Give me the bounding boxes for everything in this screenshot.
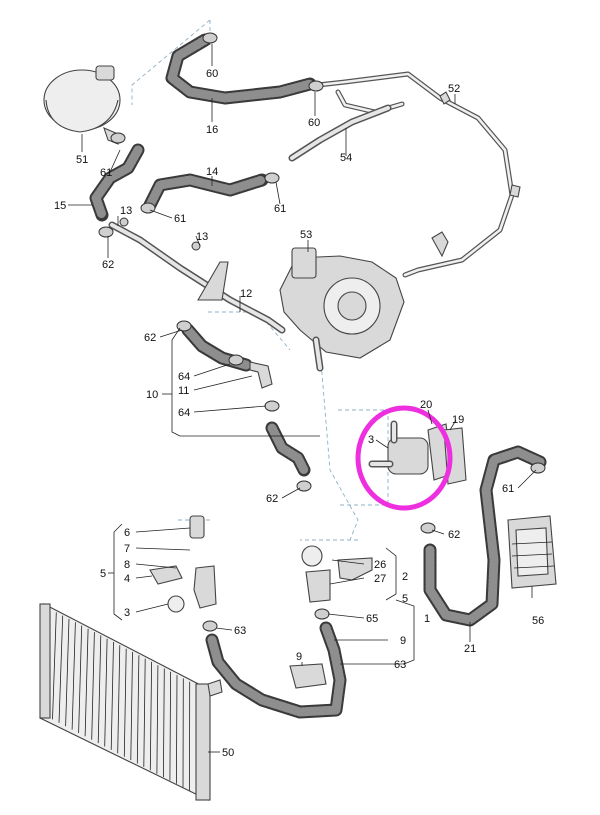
- oil-cooler-56: [507, 515, 557, 589]
- label-27: 27: [374, 573, 386, 585]
- hose-9: [205, 621, 347, 719]
- hose-16: [165, 33, 317, 105]
- highlight-ellipse: [355, 405, 453, 511]
- label-2: 2: [402, 571, 408, 583]
- label-50: 50: [222, 747, 234, 759]
- label-10: 10: [146, 389, 158, 401]
- label-65: 65: [366, 613, 378, 625]
- label-61: 61: [502, 483, 514, 495]
- hose-21: [423, 445, 547, 627]
- label-6: 6: [124, 527, 130, 539]
- label-62: 62: [102, 259, 114, 271]
- label-63: 63: [394, 659, 406, 671]
- label-62: 62: [266, 493, 278, 505]
- label-16: 16: [206, 124, 218, 136]
- label-61: 61: [100, 167, 112, 179]
- label-5: 5: [402, 593, 408, 605]
- label-13: 13: [120, 205, 132, 217]
- radiator-50: [39, 603, 223, 801]
- pipe-12: [108, 221, 286, 334]
- flange-2: [301, 545, 373, 603]
- label-9: 9: [400, 635, 406, 647]
- label-53: 53: [300, 229, 312, 241]
- label-3: 3: [124, 607, 130, 619]
- hose-assembly-10: [181, 323, 311, 477]
- label-51: 51: [76, 154, 88, 166]
- label-5: 5: [100, 568, 106, 580]
- label-64: 64: [178, 407, 190, 419]
- label-64: 64: [178, 371, 190, 383]
- label-9: 9: [296, 651, 302, 663]
- pump-housing-53: [279, 247, 405, 372]
- highlight-ring: [355, 405, 453, 511]
- label-62: 62: [144, 332, 156, 344]
- label-60: 60: [308, 117, 320, 129]
- label-60: 60: [206, 68, 218, 80]
- label-11: 11: [178, 385, 189, 397]
- label-63: 63: [234, 625, 246, 637]
- label-21: 21: [464, 643, 476, 655]
- label-15: 15: [54, 200, 66, 212]
- leader-lines: [68, 44, 537, 753]
- label-13: 13: [196, 231, 208, 243]
- label-14: 14: [206, 166, 218, 178]
- label-61: 61: [274, 203, 286, 215]
- label-19: 19: [452, 414, 464, 426]
- label-7: 7: [124, 543, 130, 555]
- label-61: 61: [174, 213, 186, 225]
- label-56: 56: [532, 615, 544, 627]
- label-3: 3: [368, 434, 374, 446]
- hose-15: [89, 143, 145, 222]
- label-62: 62: [448, 529, 460, 541]
- label-52: 52: [448, 83, 460, 95]
- hose-54: [288, 104, 392, 162]
- label-8: 8: [124, 559, 130, 571]
- coolant-line-52: [315, 71, 521, 278]
- label-54: 54: [340, 152, 352, 164]
- label-1: 1: [424, 613, 430, 625]
- label-26: 26: [374, 559, 386, 571]
- hose-14: [143, 173, 269, 212]
- label-12: 12: [240, 288, 252, 300]
- part-labels: 60 16 60 52 54 51 61 14 15 13 61 61 13 6…: [54, 68, 544, 759]
- expansion-tank-51: [43, 65, 121, 145]
- hose-clamps: [98, 32, 546, 632]
- label-4: 4: [124, 573, 130, 585]
- label-20: 20: [420, 399, 432, 411]
